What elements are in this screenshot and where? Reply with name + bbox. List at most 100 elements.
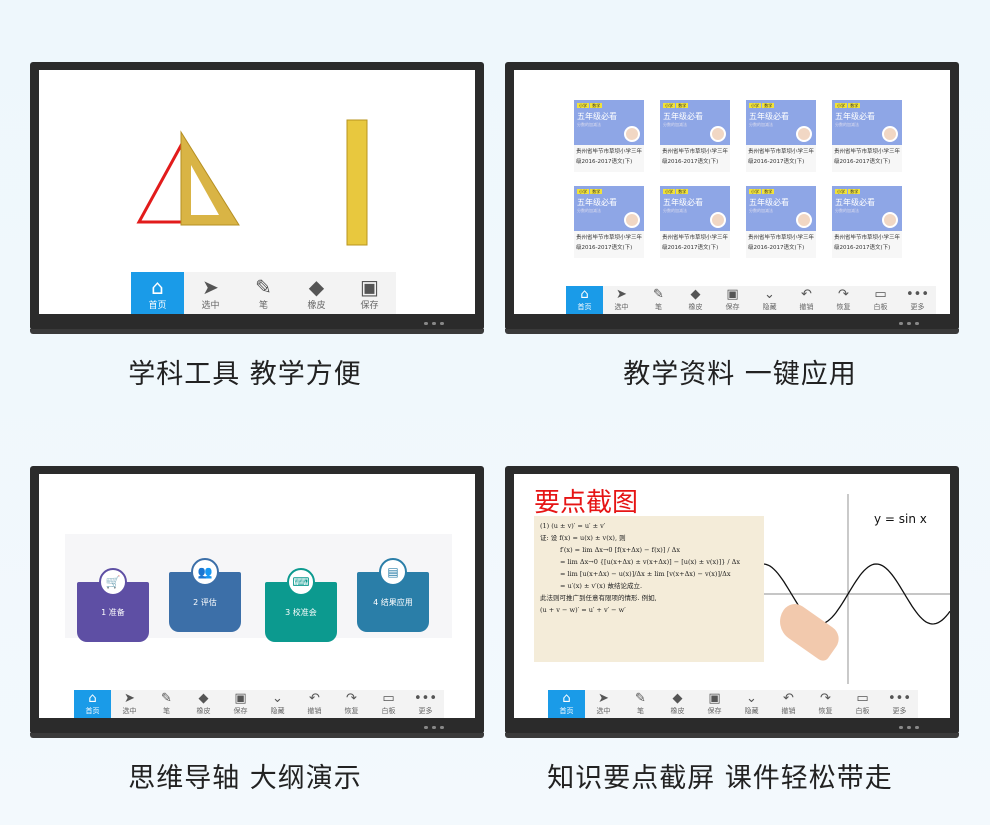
toolbar-button-hide[interactable]: ⌄隐藏 — [259, 690, 296, 718]
card-title: 五年级必看 — [663, 112, 703, 121]
toolbar-button-pen[interactable]: ✎笔 — [237, 272, 290, 314]
toolbar-button-home[interactable]: ⌂首页 — [131, 272, 184, 314]
math-line: (u + v − w)′ = u′ + v′ − w′ — [540, 606, 626, 614]
teacher-avatar — [624, 212, 640, 228]
redo-icon: ↷ — [838, 287, 849, 302]
toolbar-button-cursor[interactable]: ➤选中 — [184, 272, 237, 314]
teacher-avatar — [710, 126, 726, 142]
tag: 数学 — [762, 103, 775, 108]
monitor-subject-tools: ⌂首页➤选中✎笔◆橡皮▣保存 — [30, 62, 484, 334]
toolbar-button-pen[interactable]: ✎笔 — [622, 690, 659, 718]
toolbar-button-undo[interactable]: ↶撤销 — [788, 286, 825, 314]
toolbar-label: 保存 — [233, 707, 248, 715]
redo-icon: ↷ — [346, 691, 357, 706]
resource-card[interactable]: 小学 数学五年级必看分数的加减法贵州省毕节市草坝小学三年级2016-2017语文… — [574, 186, 644, 258]
toolbar-button-redo[interactable]: ↷恢复 — [807, 690, 844, 718]
toolbar-button-home[interactable]: ⌂首页 — [548, 690, 585, 718]
toolbar-label: 选中 — [614, 303, 629, 311]
pen-icon: ✎ — [653, 287, 664, 302]
caption: 思维导轴 大纲演示 — [128, 763, 362, 794]
toolbar-button-home[interactable]: ⌂首页 — [566, 286, 603, 314]
whiteboard-icon: ▭ — [856, 691, 869, 706]
resource-card[interactable]: 小学 数学五年级必看分数的加减法贵州省毕节市草坝小学三年级2016-2017语文… — [832, 100, 902, 172]
toolbar-button-eraser[interactable]: ◆橡皮 — [290, 272, 343, 314]
card-subtitle: 分数的加减法 — [749, 208, 773, 213]
flow-step[interactable]: 🛒1 准备 — [77, 568, 149, 642]
eraser-icon: ◆ — [308, 274, 325, 299]
toolbar-label: 保存 — [707, 707, 722, 715]
resource-card[interactable]: 小学 数学五年级必看分数的加减法贵州省毕节市草坝小学三年级2016-2017语文… — [660, 186, 730, 258]
toolbar-button-undo[interactable]: ↶撤销 — [296, 690, 333, 718]
math-proof: (1) (u ± v)′ = u′ ± v′证: 设 f(x) = u(x) ±… — [534, 516, 764, 662]
toolbar-button-undo[interactable]: ↶撤销 — [770, 690, 807, 718]
toolbar-label: 隐藏 — [744, 707, 759, 715]
pen-icon: ✎ — [255, 274, 272, 299]
toolbar-label: 恢复 — [818, 707, 833, 715]
toolbar-button-more[interactable]: •••更多 — [899, 286, 936, 314]
toolbar-button-save[interactable]: ▣保存 — [714, 286, 751, 314]
card-title: 五年级必看 — [835, 198, 875, 207]
resource-card[interactable]: 小学 数学五年级必看分数的加减法贵州省毕节市草坝小学三年级2016-2017语文… — [660, 100, 730, 172]
toolbar: ⌂首页➤选中✎笔◆橡皮▣保存⌄隐藏↶撤销↷恢复▭白板•••更多 — [548, 690, 918, 718]
teacher-avatar — [796, 126, 812, 142]
toolbar-button-cursor[interactable]: ➤选中 — [585, 690, 622, 718]
card-tags: 小学 数学 — [663, 103, 727, 109]
hide-icon: ⌄ — [272, 691, 283, 706]
card-banner: 小学 数学五年级必看分数的加减法 — [574, 186, 644, 231]
toolbar-label: 笔 — [258, 300, 268, 311]
toolbar-label: 选中 — [201, 300, 220, 311]
step-label: 1 准备 — [101, 607, 125, 617]
toolbar-button-eraser[interactable]: ◆橡皮 — [659, 690, 696, 718]
whiteboard-icon: ▭ — [874, 287, 887, 302]
toolbar-button-hide[interactable]: ⌄隐藏 — [733, 690, 770, 718]
card-title: 五年级必看 — [749, 112, 789, 121]
set-square-hole — [191, 165, 219, 215]
resource-card[interactable]: 小学 数学五年级必看分数的加减法贵州省毕节市草坝小学三年级2016-2017语文… — [832, 186, 902, 258]
teacher-avatar — [624, 126, 640, 142]
more-icon: ••• — [413, 691, 437, 706]
toolbar-button-redo[interactable]: ↷恢复 — [333, 690, 370, 718]
toolbar-button-save[interactable]: ▣保存 — [696, 690, 733, 718]
tag: 数学 — [590, 103, 603, 108]
toolbar-label: 首页 — [85, 707, 100, 715]
card-subtitle: 分数的加减法 — [577, 122, 601, 127]
ruler-icon — [346, 119, 368, 246]
card-desc: 贵州省毕节市草坝小学三年级2016-2017语文(下) — [834, 149, 901, 165]
toolbar-label: 白板 — [381, 707, 396, 715]
toolbar-button-whiteboard[interactable]: ▭白板 — [370, 690, 407, 718]
toolbar-button-whiteboard[interactable]: ▭白板 — [862, 286, 899, 314]
resource-card[interactable]: 小学 数学五年级必看分数的加减法贵州省毕节市草坝小学三年级2016-2017语文… — [574, 100, 644, 172]
tag: 小学 — [577, 189, 589, 194]
graph-label: y = sin x — [874, 512, 927, 526]
toolbar-button-more[interactable]: •••更多 — [881, 690, 918, 718]
flow-step[interactable]: ▤4 结果应用 — [357, 558, 429, 632]
toolbar-button-pen[interactable]: ✎笔 — [148, 690, 185, 718]
flow-step[interactable]: ⌨3 校准会 — [265, 568, 337, 642]
resource-card[interactable]: 小学 数学五年级必看分数的加减法贵州省毕节市草坝小学三年级2016-2017语文… — [746, 186, 816, 258]
card-subtitle: 分数的加减法 — [577, 208, 601, 213]
eraser-icon: ◆ — [672, 691, 683, 706]
math-line: = u′(x) ± v′(x) 故结论成立. — [560, 582, 643, 590]
toolbar-button-eraser[interactable]: ◆橡皮 — [185, 690, 222, 718]
resource-card[interactable]: 小学 数学五年级必看分数的加减法贵州省毕节市草坝小学三年级2016-2017语文… — [746, 100, 816, 172]
toolbar-button-pen[interactable]: ✎笔 — [640, 286, 677, 314]
toolbar-button-eraser[interactable]: ◆橡皮 — [677, 286, 714, 314]
toolbar-button-cursor[interactable]: ➤选中 — [603, 286, 640, 314]
card-desc: 贵州省毕节市草坝小学三年级2016-2017语文(下) — [834, 235, 901, 251]
card-subtitle: 分数的加减法 — [663, 208, 687, 213]
toolbar-button-save[interactable]: ▣保存 — [222, 690, 259, 718]
card-tags: 小学 数学 — [835, 103, 899, 109]
toolbar-button-whiteboard[interactable]: ▭白板 — [844, 690, 881, 718]
toolbar-button-cursor[interactable]: ➤选中 — [111, 690, 148, 718]
card-desc: 贵州省毕节市草坝小学三年级2016-2017语文(下) — [662, 149, 729, 165]
toolbar-button-save[interactable]: ▣保存 — [343, 272, 396, 314]
card-title: 五年级必看 — [577, 198, 617, 207]
toolbar-button-hide[interactable]: ⌄隐藏 — [751, 286, 788, 314]
geometry-tools — [136, 119, 368, 246]
toolbar-button-home[interactable]: ⌂首页 — [74, 690, 111, 718]
flow-step[interactable]: 👥2 评估 — [169, 558, 241, 632]
card-banner: 小学 数学五年级必看分数的加减法 — [660, 186, 730, 231]
toolbar-button-redo[interactable]: ↷恢复 — [825, 286, 862, 314]
toolbar-button-more[interactable]: •••更多 — [407, 690, 444, 718]
card-tags: 小学 数学 — [835, 189, 899, 195]
